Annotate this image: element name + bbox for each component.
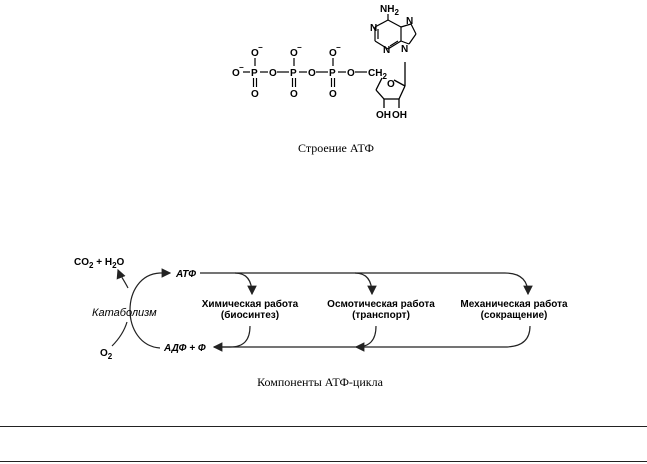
work-mechanical-subtitle: (сокращение) [481,310,548,321]
minus-sign: − [239,63,244,72]
o-top-3: O [329,48,337,59]
work-chemical-subtitle: (биосинтез) [221,309,279,321]
ch2-group: CH2 [368,68,387,81]
atp-cycle: CO2 + H2O O2 Катаболизм АТФ АДФ + Ф [74,257,568,389]
o-bottom-3: O [329,89,337,100]
atp-cycle-caption: Компоненты АТФ-цикла [257,375,383,389]
atp-structure-caption: Строение АТФ [298,141,374,155]
catabolism-label: Катаболизм [92,307,157,319]
p-atom-2: P [290,68,297,79]
p-atom-1: P [251,68,258,79]
atp-label: АТФ [175,269,196,280]
o-minus-left: O [232,68,240,79]
o-bottom-2: O [290,89,298,100]
o-top-1: O [251,48,259,59]
n-atom-9: N [401,44,408,55]
energy-flow-arrows [200,272,533,352]
adenine-rings [374,14,417,50]
work-chemical-title: Химическая работа [202,298,299,310]
minus-sign: − [336,43,341,52]
n-atom-3: N [383,45,390,56]
work-osmotic-subtitle: (транспорт) [352,310,410,321]
adp-label: АДФ + Ф [163,343,206,354]
minus-sign: − [297,43,302,52]
oh-left: OH [376,110,391,121]
nh2-group: NH2 [380,4,399,17]
work-mechanical-title: Механическая работа [460,298,568,310]
co2-h2o-label: CO2 + H2O [74,257,125,270]
o-bridge-1: O [269,68,277,79]
work-osmotic-title: Осмотическая работа [327,298,435,310]
catabolism-arrows [111,268,172,349]
ring-oxygen: O [387,79,395,90]
o-bridge-2: O [308,68,316,79]
o-top-2: O [290,48,298,59]
o-bottom-1: O [251,89,259,100]
n-atom-7: N [406,16,413,27]
divider-top [0,426,647,427]
p-atom-3: P [329,68,336,79]
ribose-ring [375,62,406,108]
divider-bottom [0,461,647,462]
o-bridge-3: O [347,68,355,79]
oh-right: OH [392,110,407,121]
atp-structure: O − P O − O O P O − O O P O − O O CH2 [232,4,417,155]
minus-sign: − [258,43,263,52]
n-atom-1: N [370,23,377,34]
phosphate-bonds [243,58,367,87]
o2-label: O2 [100,348,113,361]
